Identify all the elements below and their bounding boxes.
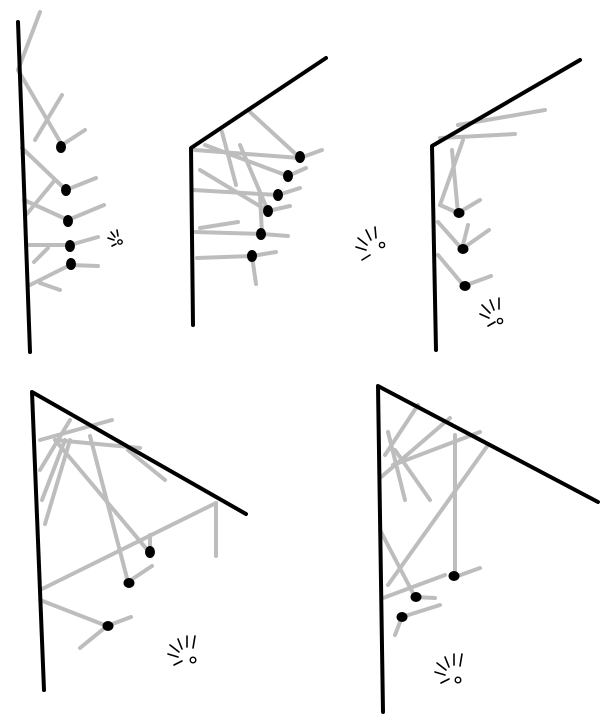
sound-icon (355, 226, 386, 261)
gecko (273, 189, 283, 201)
stick (38, 418, 72, 472)
stick (78, 624, 109, 650)
panel-2 (189, 56, 386, 327)
stick (450, 148, 460, 215)
sound-icon (434, 653, 463, 684)
stick (381, 573, 447, 600)
panel-1-geckos (56, 141, 76, 270)
stick (28, 263, 72, 287)
stick (32, 246, 50, 264)
panel-5-geckos (396, 571, 460, 622)
panel-2-wall (189, 56, 328, 327)
stick (391, 430, 482, 467)
stick (436, 220, 464, 251)
panel-3-geckos (453, 208, 471, 291)
gecko (66, 258, 76, 270)
stick (220, 130, 238, 187)
stick (22, 198, 70, 222)
panel-5-wall (376, 384, 600, 714)
gecko (457, 244, 469, 254)
stick (38, 598, 109, 628)
stick (20, 146, 68, 192)
stick (436, 253, 466, 288)
panel-2-geckos (247, 151, 305, 262)
gecko (123, 578, 135, 588)
stick (195, 254, 254, 260)
gecko (448, 571, 460, 581)
stick (378, 416, 452, 480)
stick (193, 230, 264, 236)
stick (60, 128, 87, 147)
stick (38, 501, 218, 592)
panel-1 (16, 10, 123, 354)
panel-1-wall (16, 20, 32, 354)
gecko (453, 208, 465, 218)
stick (198, 220, 240, 230)
stick (193, 148, 302, 160)
stick (38, 418, 114, 442)
gecko (65, 240, 75, 252)
stick (43, 438, 72, 526)
gecko (459, 281, 471, 291)
gecko (295, 151, 305, 163)
stick (400, 603, 442, 619)
gecko (247, 250, 257, 262)
stick (53, 438, 152, 555)
gecko (56, 141, 66, 153)
panel-4-sticks (38, 418, 218, 650)
panel-3 (430, 58, 582, 352)
panel-2-sticks (191, 110, 324, 286)
stick (68, 235, 100, 247)
gecko (396, 612, 408, 622)
sound-icon (167, 635, 197, 666)
sound-icon (479, 297, 504, 327)
gecko (145, 546, 155, 558)
stick (260, 232, 290, 238)
stick (40, 438, 67, 502)
panel-4-wall (30, 390, 248, 692)
gecko (102, 621, 114, 631)
stick (386, 430, 407, 502)
stick (16, 10, 42, 72)
sound-icon (107, 229, 123, 247)
panel-4-geckos (102, 546, 155, 631)
stick (238, 143, 270, 213)
gecko (283, 170, 293, 182)
stick (33, 93, 64, 142)
stick (126, 448, 167, 482)
panel-3-wall (430, 58, 582, 352)
stick (386, 443, 490, 587)
stick (64, 176, 98, 192)
stick (438, 138, 465, 207)
gecko (410, 592, 422, 602)
stick (88, 434, 130, 584)
stick (38, 281, 62, 292)
stick (438, 132, 517, 140)
panel-5-sticks (378, 403, 490, 637)
gecko (263, 205, 273, 217)
stick (378, 528, 417, 599)
panel-4 (30, 390, 248, 692)
stick (24, 178, 57, 217)
stick (393, 448, 432, 502)
stick (198, 168, 270, 213)
stick (258, 193, 264, 236)
gecko (256, 228, 266, 240)
gecko (61, 184, 71, 196)
stick (66, 203, 106, 222)
panel-5 (376, 384, 600, 714)
panel-1-sticks (16, 10, 106, 292)
gecko (63, 215, 73, 227)
stick (16, 68, 64, 147)
stick (248, 110, 302, 160)
panel-3-sticks (436, 108, 547, 288)
